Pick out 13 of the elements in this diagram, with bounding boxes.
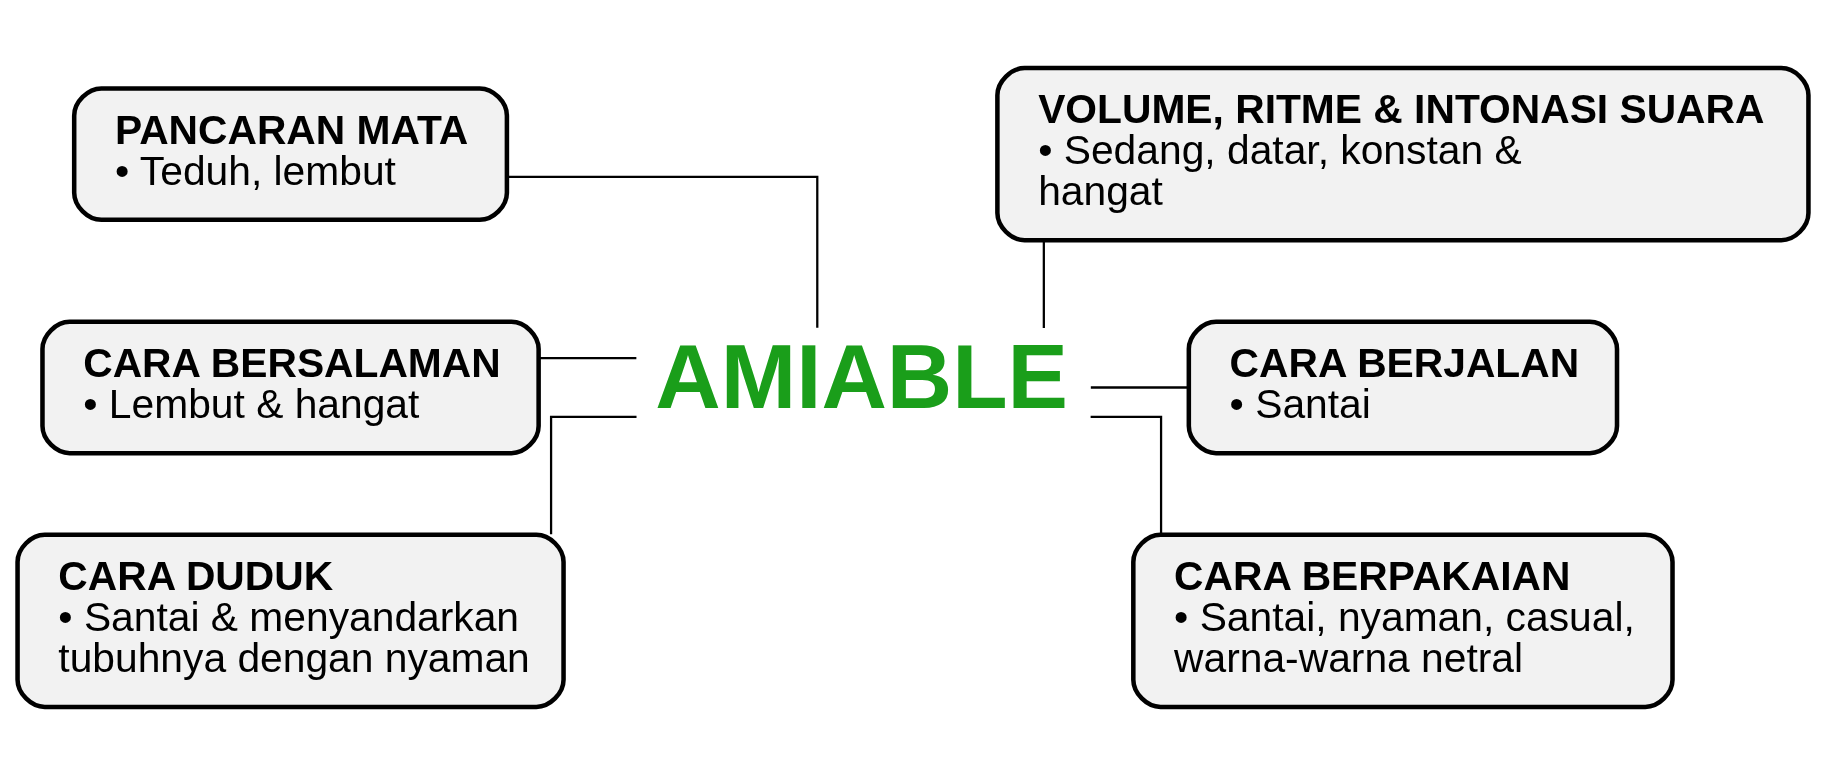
connector bbox=[1090, 385, 1189, 389]
connector bbox=[549, 415, 637, 534]
connector bbox=[1090, 415, 1163, 534]
node-box: CARA BERJALAN • Santai bbox=[1186, 319, 1620, 455]
connector bbox=[1042, 240, 1045, 328]
connector bbox=[507, 175, 819, 328]
connector bbox=[539, 356, 637, 359]
node-box: CARA DUDUK • Santai & menyandarkan tubuhnya dengan nyaman bbox=[15, 532, 566, 709]
node-box: CARA BERPAKAIAN • Santai, nyaman, casual, warna-warna netral bbox=[1131, 532, 1675, 709]
node-box: CARA BERSALAMAN • Lembut & hangat bbox=[40, 319, 541, 455]
node-box: VOLUME, RITME & INTONASI SUARA • Sedang, datar, konstan & hangat bbox=[995, 65, 1811, 242]
node-text: AMIABLE bbox=[655, 325, 1069, 427]
node-box: PANCARAN MATA • Teduh, lembut bbox=[71, 85, 510, 222]
